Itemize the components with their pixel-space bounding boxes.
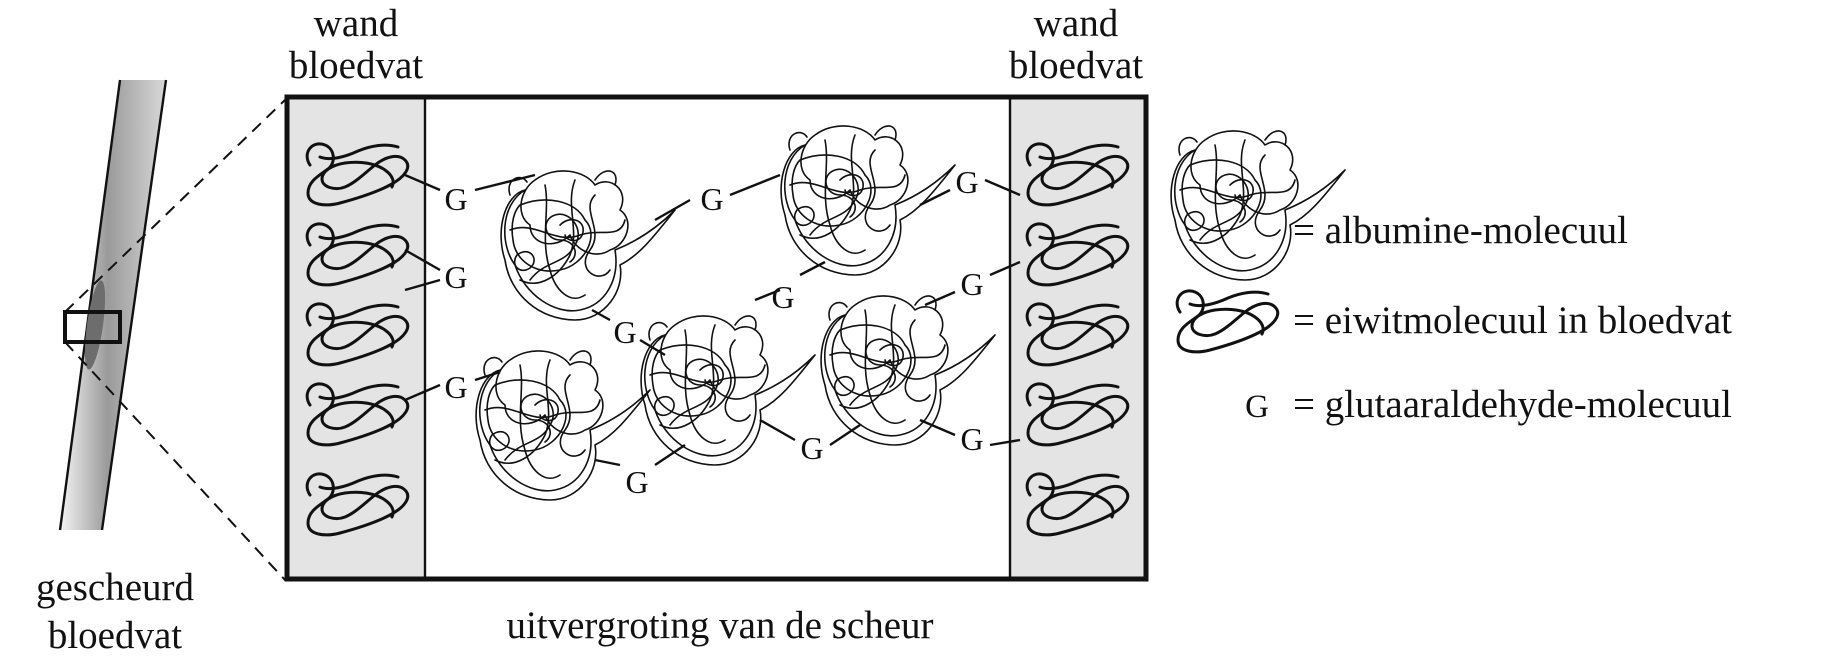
legend-protein-text: = eiwitmolecuul in bloedvat [1293, 299, 1732, 342]
legend-albumin-text: = albumine-molecuul [1293, 209, 1628, 252]
albumin-molecule-icon [640, 315, 816, 466]
g-link: G [955, 164, 978, 200]
tear-highlight-box [63, 310, 122, 344]
legend: = albumine-molecuul = eiwitmolecuul in b… [1170, 130, 1732, 426]
label-torn-vessel-1: gescheurd [36, 566, 195, 609]
g-link: G [613, 314, 636, 350]
g-link: G [700, 181, 723, 217]
label-wall-right-1: wand [1034, 2, 1119, 45]
g-link: G [444, 369, 467, 405]
g-link: G [771, 279, 794, 315]
crosslink-bonds [404, 173, 1021, 467]
glutaraldehyde-links: G G G G G G G G G G G [444, 164, 983, 500]
legend-g-symbol: G [1245, 389, 1269, 425]
label-wall-right-2: bloedvat [1009, 44, 1143, 87]
label-enlargement: uitvergroting van de scheur [506, 604, 933, 647]
g-link: G [625, 464, 648, 500]
label-wall-left-1: wand [314, 2, 399, 45]
albumin-molecule-icon [475, 350, 651, 501]
label-torn-vessel-2: bloedvat [48, 614, 182, 657]
legend-glutaraldehyde-text: = glutaaraldehyde-molecuul [1293, 383, 1732, 426]
g-link: G [444, 181, 467, 217]
zoom-line-top [64, 99, 286, 313]
g-link: G [800, 430, 823, 466]
g-link: G [444, 259, 467, 295]
enlargement-panel [284, 94, 1149, 582]
blood-vessel-icon [58, 79, 168, 531]
g-link: G [960, 266, 983, 302]
zoom-line-bottom [64, 341, 286, 581]
albumin-molecule-icon [500, 170, 676, 321]
label-wall-left-2: bloedvat [289, 44, 423, 87]
albumin-molecule-icon [1170, 130, 1346, 281]
g-link: G [960, 421, 983, 457]
albumin-cluster [475, 125, 996, 501]
protein-molecule-icon [1175, 289, 1280, 354]
